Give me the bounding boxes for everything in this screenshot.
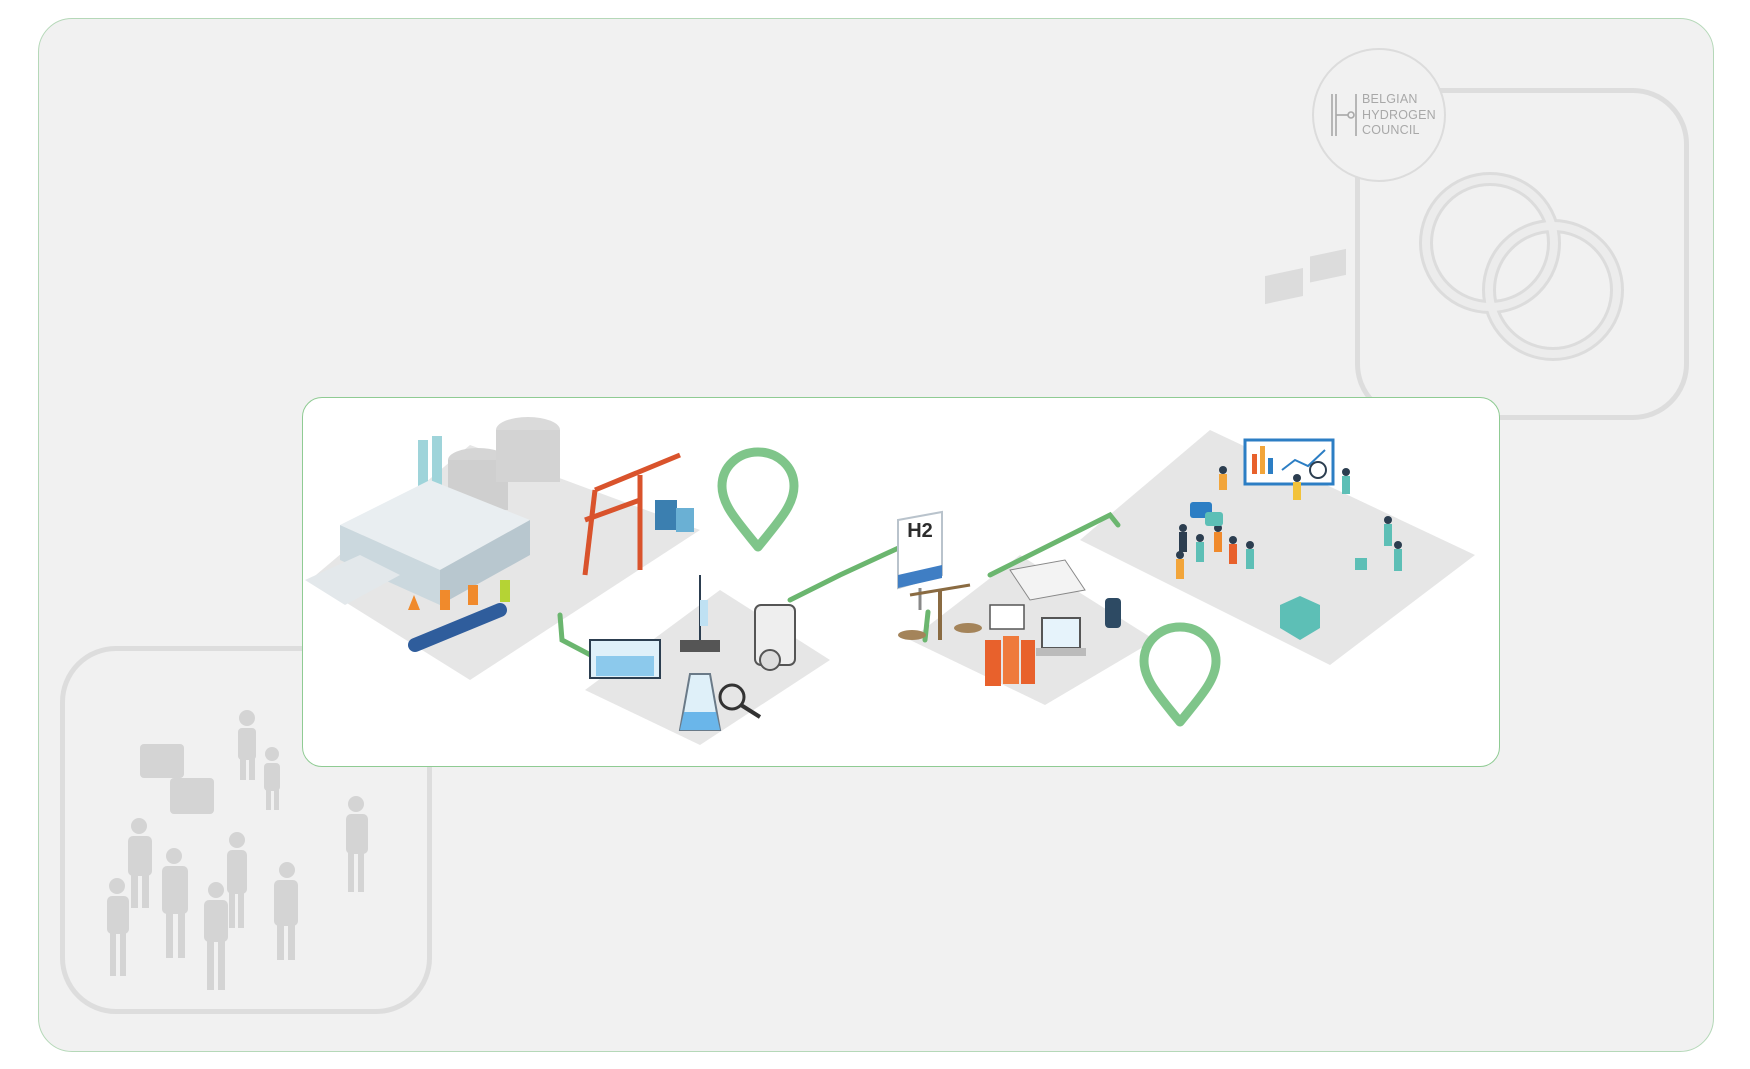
logo-text: BELGIAN HYDROGEN COUNCIL (1362, 92, 1446, 139)
legal-documents-icon (898, 559, 1121, 686)
analytics-dashboard-icon (1176, 248, 1402, 640)
logo-line-3: COUNCIL (1362, 123, 1420, 137)
hydrogen-council-logo-icon (1331, 94, 1357, 136)
analytics-floor (1080, 430, 1475, 665)
laboratory-icon (589, 575, 796, 731)
ghost-panel-people (60, 646, 432, 1014)
h2-symbol: H2 (907, 520, 933, 542)
industrial-plant-icon (305, 417, 694, 652)
legal-floor (910, 555, 1155, 705)
map-pin-icon (717, 447, 799, 552)
belgian-hydrogen-council-logo: BELGIAN HYDROGEN COUNCIL (1312, 48, 1446, 182)
logo-line-1: BELGIAN (1362, 92, 1418, 106)
hydrogen-sign-icon (897, 510, 943, 610)
logo-line-2: HYDROGEN (1362, 107, 1436, 122)
map-pin-icon (1139, 622, 1221, 727)
ghost-panel-links (1355, 88, 1689, 420)
